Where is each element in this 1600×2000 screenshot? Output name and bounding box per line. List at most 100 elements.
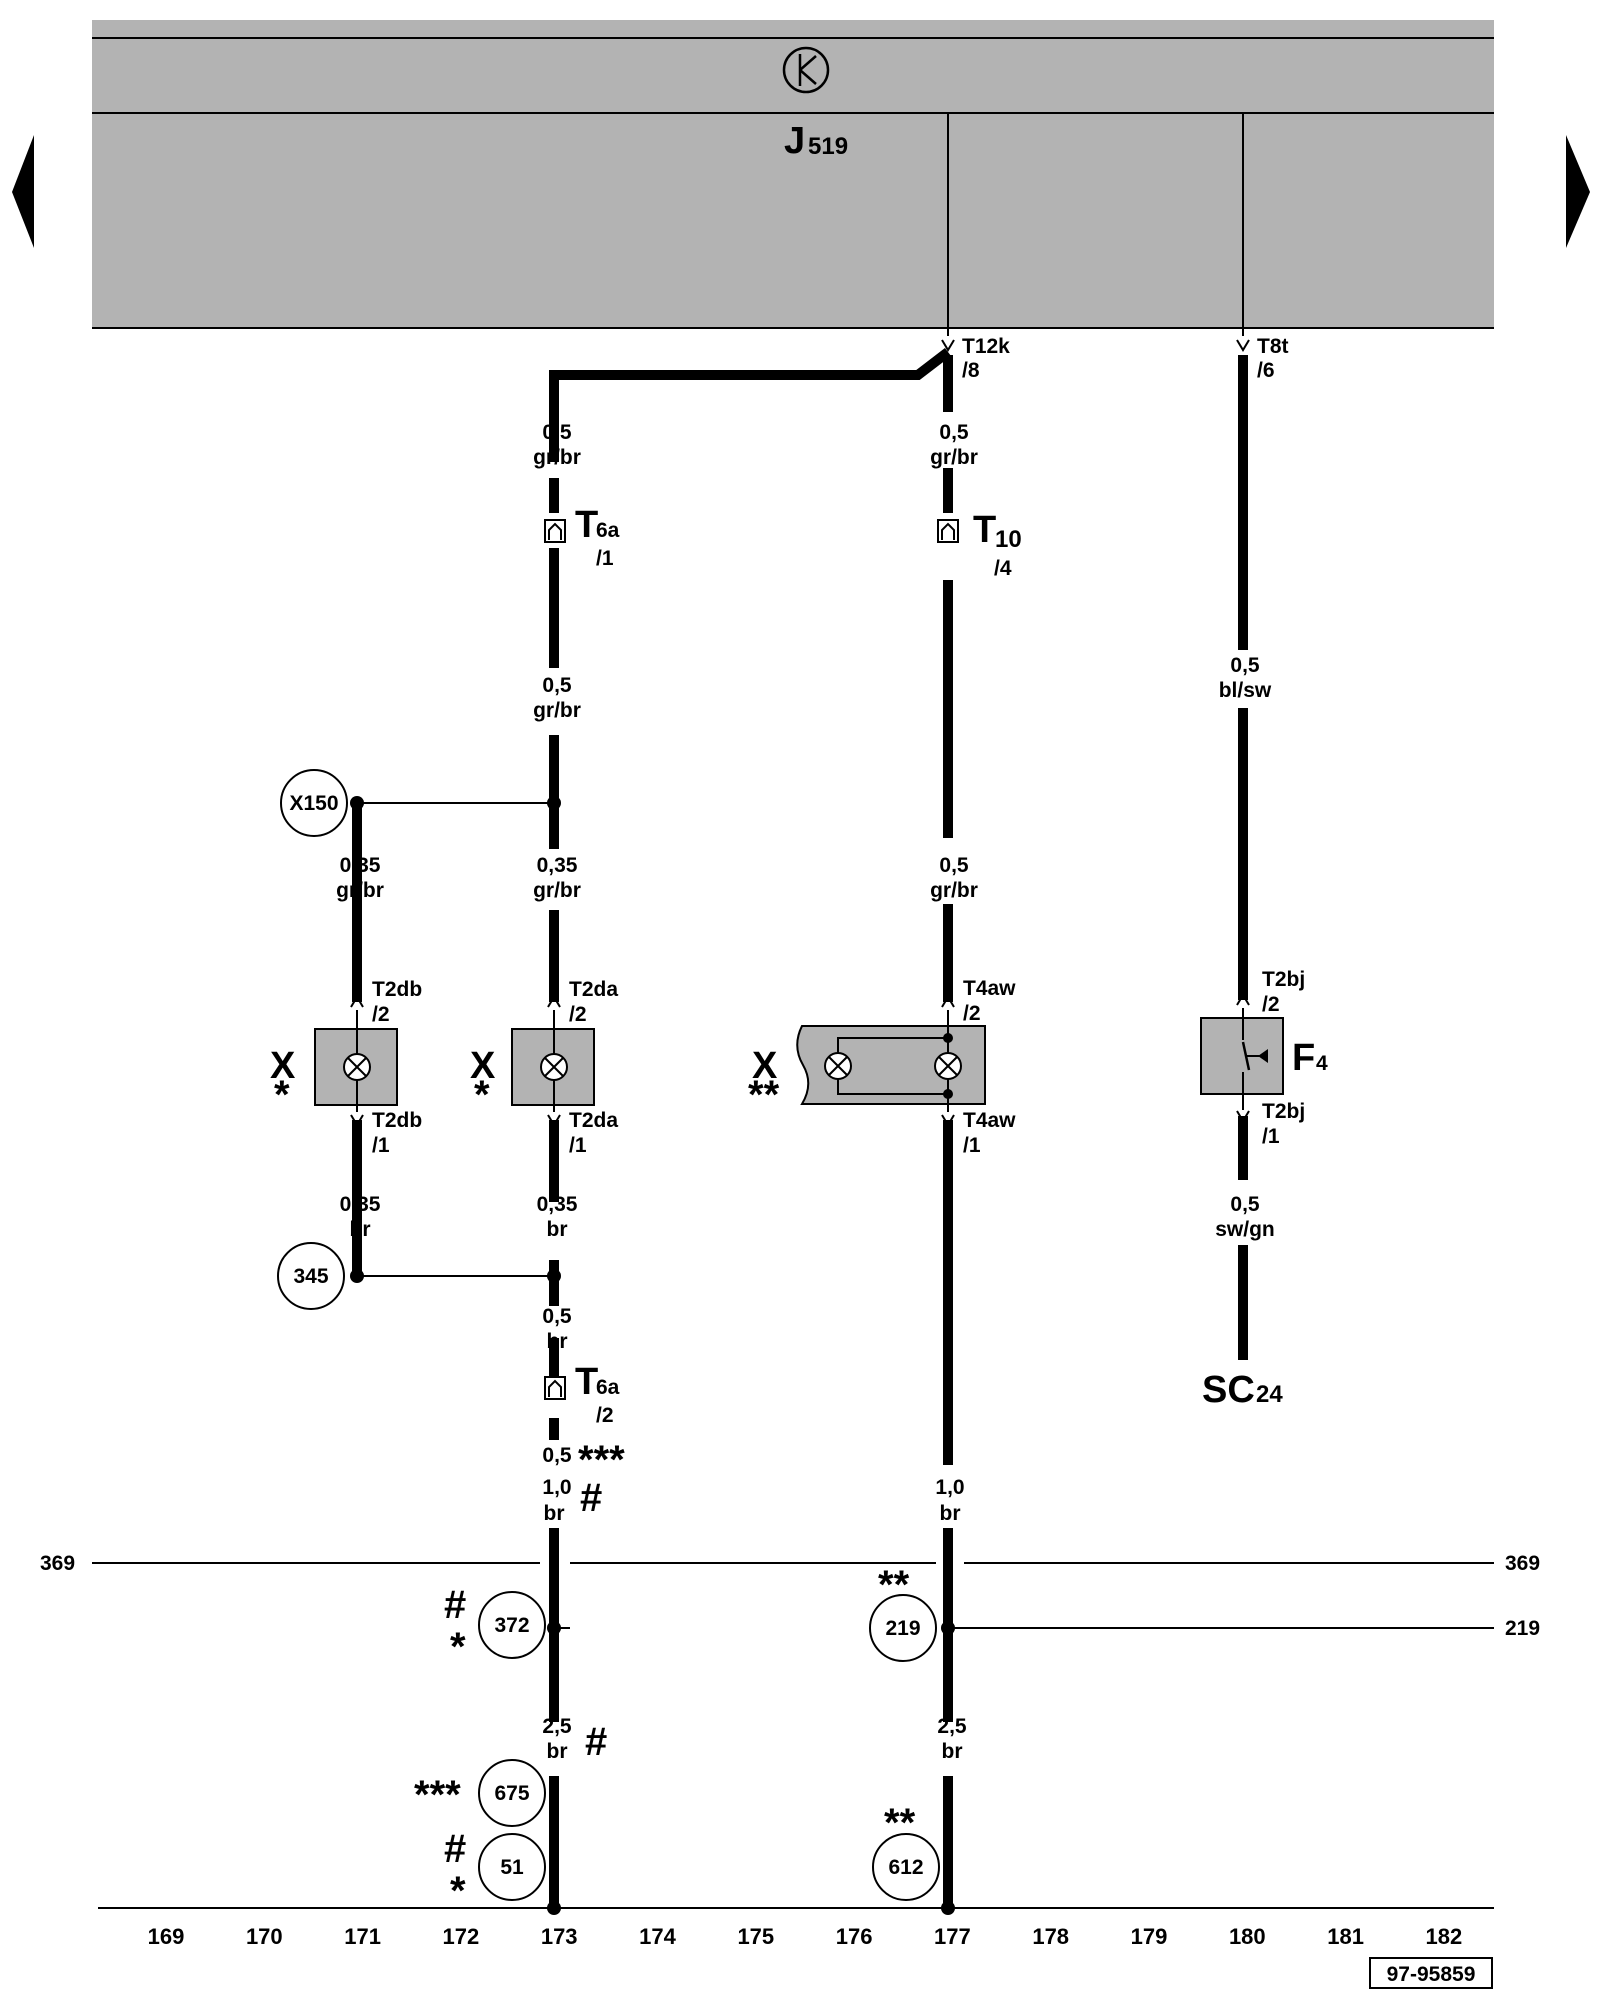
connector-t10-pin: /4 [994,557,1012,580]
column-number: 170 [246,1924,283,1949]
bulb-x-left [314,1010,398,1112]
connector-symbol [937,519,959,543]
wire-label: 0,5 [542,1444,572,1467]
lamp-icon [540,1053,568,1081]
column-number: 177 [934,1924,971,1949]
node-note: * [450,1625,466,1669]
component-note: * [274,1073,290,1117]
wire-label: 0,35 [537,1193,578,1216]
wire-label: gr/br [533,879,581,902]
svg-text:345: 345 [293,1265,328,1288]
column-number: 171 [344,1924,381,1949]
node-219[interactable]: 219 [869,1594,937,1662]
wire-note: *** [578,1438,625,1482]
connector-t8t-pin: /6 [1257,359,1275,382]
switch-icon [1241,1041,1268,1071]
component-label: F [1292,1037,1315,1079]
node-note: # [444,1583,466,1627]
node-note: ** [878,1563,910,1607]
wire-label: 0,5 [542,421,572,444]
connector-t12k-pin: /8 [962,359,980,382]
wire-label: sw/gn [1215,1218,1275,1241]
ref-left-369: 369 [40,1552,75,1575]
connector-t6a: T [575,504,598,546]
wire-label: br [544,1502,565,1525]
node-612[interactable]: 612 [872,1833,940,1901]
column-number: 175 [737,1924,774,1949]
switch-f4 [1200,1008,1284,1110]
connector-t6a-pin: /1 [596,547,614,570]
node-note: # [444,1827,466,1871]
triangle-right-icon[interactable] [1566,135,1590,248]
control-unit-label: J [784,120,805,162]
lamp-icon [934,1052,962,1080]
wire-label: gr/br [533,699,581,722]
column-number: 176 [836,1924,873,1949]
node-675[interactable]: 675 [478,1759,546,1827]
connector-t4aw-pin: /2 [963,1002,981,1025]
svg-text:219: 219 [885,1617,920,1640]
connector-t2da: T2da [569,1109,618,1132]
connector-t2db: T2db [372,978,422,1001]
wire-label: br [547,1218,568,1241]
node-note: ** [884,1801,916,1845]
wire-label: 0,35 [340,854,381,877]
connector-t2db: T2db [372,1109,422,1132]
node-345[interactable]: 345 [277,1242,345,1310]
svg-text:51: 51 [500,1856,524,1879]
connector-t2da: T2da [569,978,618,1001]
wire-label: 0,5 [939,854,969,877]
connector-t2bj-pin: /1 [1262,1125,1280,1148]
ref-right-219: 219 [1505,1617,1540,1640]
connector-t2da-pin: /2 [569,1003,587,1026]
node-372[interactable]: 372 [478,1591,546,1659]
wire-label: gr/br [930,879,978,902]
wire-note: # [585,1720,607,1764]
wire-label: 0,5 [542,1305,572,1328]
lamp-icon [343,1053,371,1081]
wire-label: br [547,1330,568,1353]
wire-label: bl/sw [1219,679,1272,702]
wire-label: br [547,1740,568,1763]
column-number: 174 [639,1924,676,1949]
column-number: 169 [148,1924,185,1949]
column-number: 182 [1426,1924,1463,1949]
connector-t6a: T [575,1361,598,1403]
wire-label: gr/br [533,446,581,469]
wire-label: 0,5 [1230,1193,1260,1216]
wire-label: 2,5 [937,1715,967,1738]
node-x150[interactable]: X150 [280,769,348,837]
gateway-symbol-icon [782,46,830,94]
ground-label: SC [1202,1369,1255,1411]
column-number: 173 [541,1924,578,1949]
svg-text:97-95859: 97-95859 [1387,1963,1476,1986]
column-number: 181 [1327,1924,1364,1949]
bulb-x-middle [511,1010,595,1112]
wire-note: # [580,1476,602,1520]
node-51[interactable]: 51 [478,1833,546,1901]
triangle-left-icon[interactable] [12,135,34,248]
control-unit-j519: J 519 [92,20,1494,336]
column-number: 178 [1032,1924,1069,1949]
component-label: X [470,1045,496,1087]
bulb-x-dual [796,1010,986,1112]
ref-right-369: 369 [1505,1552,1540,1575]
connector-symbol [544,519,566,543]
connector-t6a-sub: 6a [596,1376,620,1399]
wire-label: 0,5 [939,421,969,444]
component-label: X [270,1045,296,1087]
column-number: 180 [1229,1924,1266,1949]
component-label: X [752,1045,778,1087]
wire-label: gr/br [930,446,978,469]
control-unit-sub: 519 [808,133,848,160]
node-note: * [450,1869,466,1913]
svg-text:675: 675 [494,1782,529,1805]
connector-t2bj: T2bj [1262,1100,1305,1123]
connector-t2da-pin: /1 [569,1134,587,1157]
connector-t2db-pin: /2 [372,1003,390,1026]
wire-label: 2,5 [542,1715,572,1738]
component-sub: 4 [1316,1052,1328,1075]
wire-left-branch [549,348,952,1908]
